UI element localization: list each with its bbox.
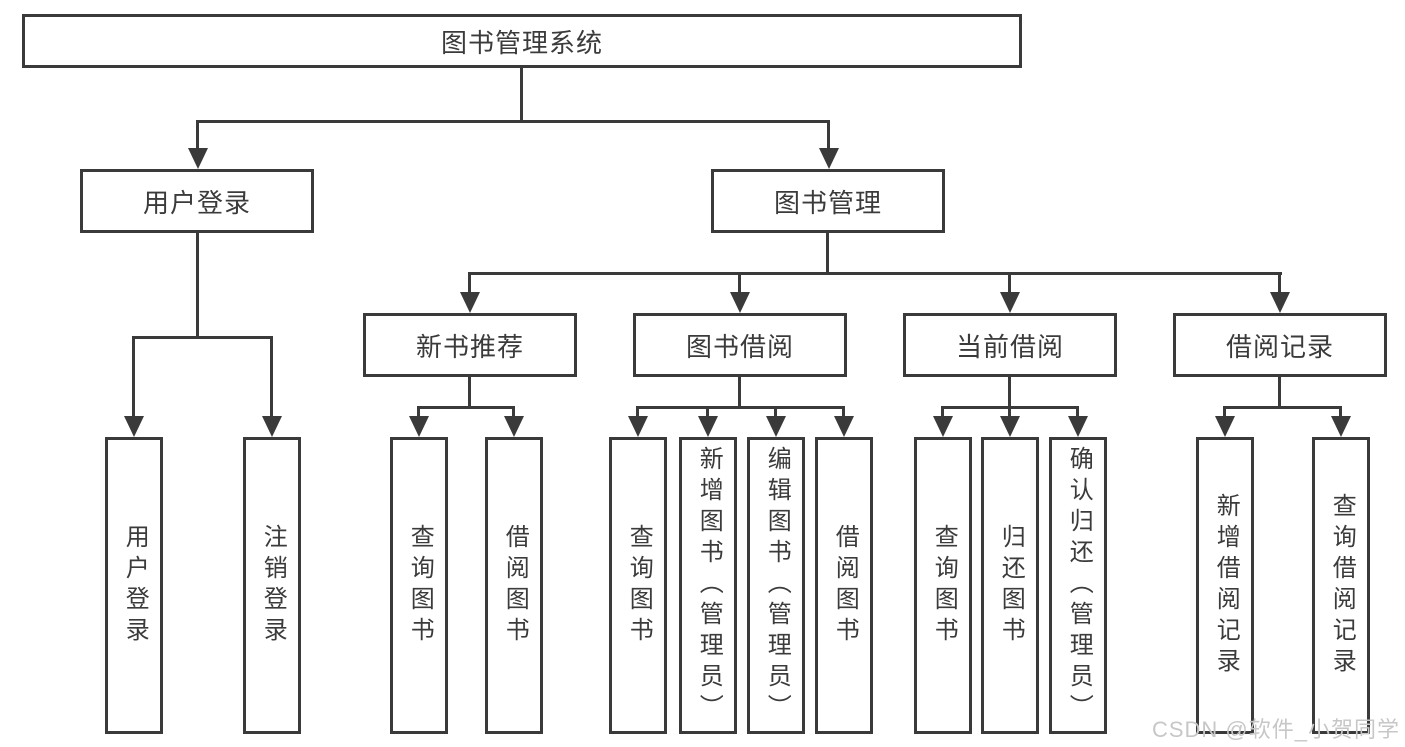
leaf-label: 查询图书 [930,523,958,648]
leaf-query-borrow-record: 查询借阅记录 [1312,437,1370,734]
connector-root-stem [520,68,523,121]
connector-drop-leaf [636,406,639,419]
node-borrow-record-label: 借阅记录 [1225,331,1334,362]
node-root-label: 图书管理系统 [440,27,603,58]
connector-drop-leaf [1339,406,1342,419]
arrowhead-down-icon [819,148,839,169]
arrowhead-down-icon [262,416,282,437]
node-user-login-label: 用户登录 [142,187,251,218]
leaf-label: 查询图书 [625,523,653,648]
node-current-borrow-label: 当前借阅 [955,331,1064,362]
connector-drop-leaf [132,336,135,419]
leaf-label: 用户登录 [121,523,149,648]
connector-drop-leaf [1076,406,1079,419]
connector-drop-book-borrow [738,272,741,295]
connector-user-login-horizontal [132,336,273,339]
connector-borrow-record-horizontal [1223,406,1342,409]
arrowhead-down-icon [933,416,953,437]
arrowhead-down-icon [188,148,208,169]
connector-drop-leaf [417,406,420,419]
connector-drop-leaf [1223,406,1226,419]
leaf-confirm-return-admin: 确认归还（管理员） [1049,437,1107,734]
connector-drop-leaf [706,406,709,419]
connector-drop-leaf [512,406,515,419]
leaf-add-borrow-record: 新增借阅记录 [1196,437,1254,734]
node-user-login: 用户登录 [80,169,314,233]
connector-drop-leaf [941,406,944,419]
connector-current-borrow-stem [1008,377,1011,409]
node-new-book-recommend: 新书推荐 [363,313,577,377]
leaf-add-books-admin: 新增图书（管理员） [679,437,737,734]
connector-level3-horizontal [469,272,1282,275]
arrowhead-down-icon [1000,416,1020,437]
node-book-borrow: 图书借阅 [633,313,847,377]
csdn-watermark: CSDN @软件_小贺同学 [1151,717,1400,742]
connector-drop-leaf [1008,406,1011,419]
arrowhead-down-icon [460,292,480,313]
arrowhead-down-icon [409,416,429,437]
leaf-label: 编辑图书（管理员） [763,446,791,725]
arrowhead-down-icon [1215,416,1235,437]
arrowhead-down-icon [698,416,718,437]
connector-user-login-stem [196,233,199,336]
leaf-label: 借阅图书 [831,523,859,648]
leaf-return-books: 归还图书 [981,437,1039,734]
arrowhead-down-icon [1068,416,1088,437]
leaf-label: 确认归还（管理员） [1065,446,1093,725]
connector-borrow-record-stem [1278,377,1281,409]
node-book-borrow-label: 图书借阅 [685,331,794,362]
node-borrow-record: 借阅记录 [1173,313,1387,377]
connector-drop-leaf [842,406,845,419]
connector-drop-current-borrow [1008,272,1011,295]
connector-drop-leaf [270,336,273,419]
connector-drop-book-mgmt [827,120,830,151]
arrowhead-down-icon [504,416,524,437]
node-new-book-recommend-label: 新书推荐 [415,331,524,362]
arrowhead-down-icon [1331,416,1351,437]
connector-drop-new-book [468,272,471,295]
connector-new-book-stem [468,377,471,409]
leaf-label: 新增图书（管理员） [695,446,723,725]
connector-level2-horizontal [196,120,830,123]
leaf-borrow-books-recommend: 借阅图书 [485,437,543,734]
leaf-query-books-borrow: 查询图书 [609,437,667,734]
connector-drop-borrow-record [1278,272,1281,295]
connector-new-book-horizontal [417,406,515,409]
connector-book-borrow-stem [738,377,741,409]
leaf-logout: 注销登录 [243,437,301,734]
leaf-label: 查询借阅记录 [1328,492,1356,679]
arrowhead-down-icon [730,292,750,313]
connector-book-borrow-horizontal [636,406,845,409]
connector-book-mgmt-stem [826,233,829,272]
leaf-label: 借阅图书 [501,523,529,648]
arrowhead-down-icon [766,416,786,437]
leaf-query-books-current: 查询图书 [914,437,972,734]
arrowhead-down-icon [1270,292,1290,313]
arrowhead-down-icon [628,416,648,437]
node-book-management: 图书管理 [711,169,945,233]
connector-drop-leaf [774,406,777,419]
node-root: 图书管理系统 [22,14,1022,68]
arrowhead-down-icon [124,416,144,437]
node-current-borrow: 当前借阅 [903,313,1117,377]
leaf-label: 查询图书 [406,523,434,648]
leaf-label: 新增借阅记录 [1212,492,1240,679]
arrowhead-down-icon [1000,292,1020,313]
leaf-query-books-recommend: 查询图书 [390,437,448,734]
leaf-label: 归还图书 [997,523,1025,648]
arrowhead-down-icon [834,416,854,437]
leaf-label: 注销登录 [259,523,287,648]
leaf-borrow-books: 借阅图书 [815,437,873,734]
node-book-management-label: 图书管理 [773,187,882,218]
connector-drop-user-login [196,120,199,151]
leaf-user-login: 用户登录 [105,437,163,734]
leaf-edit-books-admin: 编辑图书（管理员） [747,437,805,734]
